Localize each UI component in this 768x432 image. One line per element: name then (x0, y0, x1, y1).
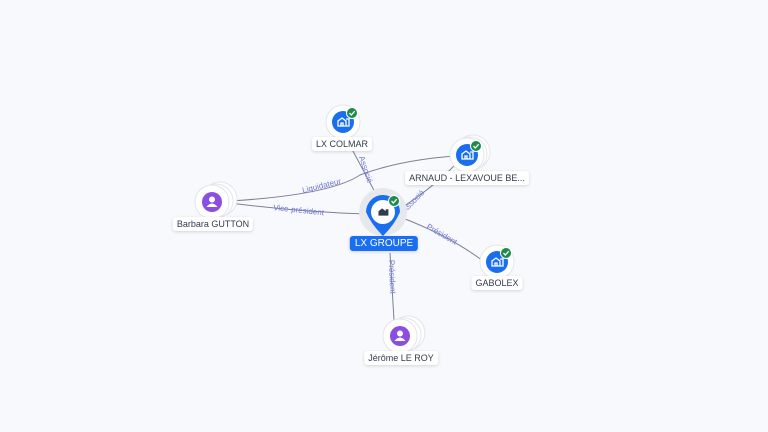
label-arnaud[interactable]: ARNAUD - LEXAVOUE BE... (405, 171, 529, 185)
edge-label-president-gabolex: Président (425, 222, 459, 247)
edge-label-liquidateur: Liquidateur (301, 177, 342, 195)
label-lx-colmar[interactable]: LX COLMAR (311, 137, 373, 151)
label-barbara[interactable]: Barbara GUTTON (172, 217, 254, 231)
node-arnaud[interactable] (449, 134, 491, 173)
edge-label-vice-president: Vice-président (273, 203, 325, 217)
edges (229, 137, 484, 321)
edge-liquidateur[interactable] (229, 155, 456, 202)
node-lx-colmar[interactable] (325, 104, 361, 140)
node-barbara[interactable] (194, 181, 238, 220)
label-gabolex[interactable]: GABOLEX (471, 276, 523, 290)
label-jerome[interactable]: Jérôme LE ROY (364, 351, 438, 365)
edge-vice-president[interactable] (229, 202, 367, 215)
edge-label-associe-colmar: Associé (357, 155, 374, 185)
edge-label-president-jerome: Président (387, 260, 397, 295)
edge-president-jerome[interactable] (389, 252, 395, 321)
node-lx-groupe[interactable] (359, 188, 407, 236)
node-jerome[interactable] (382, 315, 426, 354)
node-gabolex[interactable] (479, 244, 515, 280)
edge-president-gabolex[interactable] (399, 216, 484, 262)
label-lx-groupe[interactable]: LX GROUPE (349, 236, 419, 251)
